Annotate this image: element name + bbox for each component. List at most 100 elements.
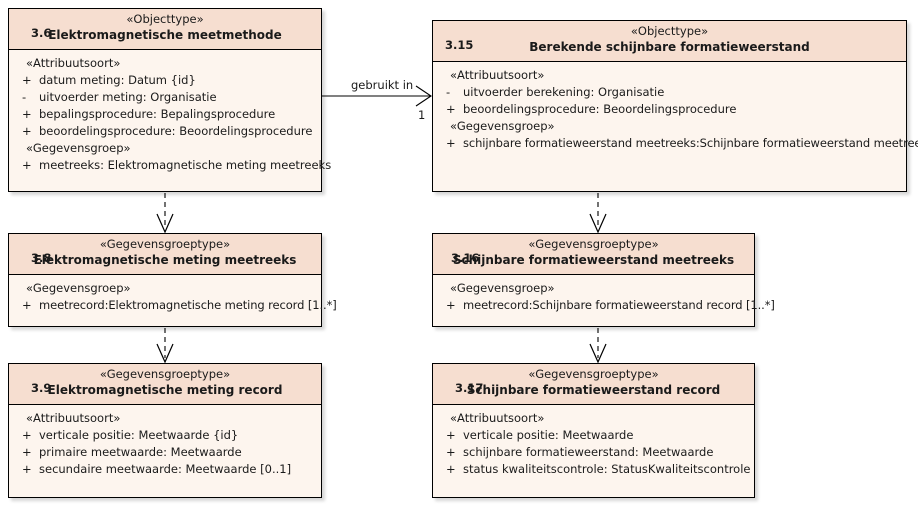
visibility-marker: + [446, 298, 456, 312]
visibility-marker: + [22, 158, 32, 172]
class-box-3-16[interactable]: «Gegevensgroeptype» 3.16 Schijnbare form… [432, 233, 775, 327]
compartment-label-gegevensgroep: «Gegevensgroep» [26, 281, 131, 295]
visibility-marker: + [22, 124, 32, 138]
class-box-3-17[interactable]: «Gegevensgroeptype» 3.17 Schijnbare form… [432, 363, 755, 498]
attribute-text: schijnbare formatieweerstand: Meetwaarde [463, 445, 714, 459]
attribute-row[interactable]: + verticale positie: Meetwaarde {id} [9, 427, 321, 444]
attribute-row[interactable]: + meetrecord:Schijnbare formatieweerstan… [433, 297, 775, 314]
attribute-row[interactable]: + meetrecord:Elektromagnetische meting r… [9, 297, 337, 314]
class-body: «Gegevensgroep» + meetrecord:Schijnbare … [433, 275, 775, 319]
class-header: «Objecttype» 3.15 Berekende schijnbare f… [433, 21, 906, 62]
attribute-row[interactable]: + secundaire meetwaarde: Meetwaarde [0..… [9, 461, 321, 478]
class-stereotype: «Objecttype» [126, 12, 204, 26]
attribute-text: status kwaliteitscontrole: StatusKwalite… [463, 462, 751, 476]
connector-dep-38-39[interactable] [156, 328, 174, 364]
class-name: Schijnbare formatieweerstand record [466, 383, 721, 397]
attribute-row[interactable]: + verticale positie: Meetwaarde [433, 427, 754, 444]
visibility-marker: - [22, 90, 27, 104]
class-body: «Attribuutsoort» + verticale positie: Me… [9, 405, 321, 483]
class-body: «Attribuutsoort» - uitvoerder berekening… [433, 62, 918, 157]
class-header: «Objecttype» 3.6 Elektromagnetische meet… [9, 9, 321, 50]
visibility-marker: + [446, 102, 456, 116]
class-stereotype: «Objecttype» [630, 24, 709, 38]
class-stereotype: «Gegevensgroeptype» [99, 237, 231, 251]
connector-dep-316-317[interactable] [589, 328, 607, 364]
attribute-row[interactable]: + status kwaliteitscontrole: StatusKwali… [433, 461, 754, 478]
attribute-text: datum meting: Datum {id} [39, 73, 196, 87]
association-multiplicity-target: 1 [418, 108, 426, 122]
visibility-marker: + [22, 73, 32, 87]
class-name: Elektromagnetische meting meetreeks [33, 253, 297, 267]
class-number: 3.15 [445, 38, 474, 52]
attribute-row[interactable]: + primaire meetwaarde: Meetwaarde [9, 444, 321, 461]
visibility-marker: + [22, 428, 32, 442]
class-title-row: 3.16 Schijnbare formatieweerstand meetre… [433, 251, 754, 268]
attribute-row[interactable]: + beoordelingsprocedure: Beoordelingspro… [433, 101, 906, 118]
class-title-row: 3.6 Elektromagnetische meetmethode [9, 26, 321, 43]
visibility-marker: + [446, 136, 456, 150]
compartment-label-gegevensgroep: «Gegevensgroep» [450, 119, 555, 133]
class-name: Berekende schijnbare formatieweerstand [529, 40, 810, 54]
attribute-row[interactable]: - uitvoerder meting: Organisatie [9, 89, 321, 106]
class-title-row: 3.17 Schijnbare formatieweerstand record [433, 381, 754, 398]
class-number: 3.8 [31, 251, 52, 265]
class-name: Schijnbare formatieweerstand meetreeks [452, 253, 735, 267]
class-number: 3.6 [31, 26, 52, 40]
class-title-row: 3.8 Elektromagnetische meting meetreeks [9, 251, 321, 268]
attribute-text: beoordelingsprocedure: Beoordelingsproce… [39, 124, 313, 138]
class-box-3-8[interactable]: «Gegevensgroeptype» 3.8 Elektromagnetisc… [8, 233, 337, 327]
class-body: «Attribuutsoort» + verticale positie: Me… [433, 405, 754, 483]
class-header: «Gegevensgroeptype» 3.16 Schijnbare form… [433, 234, 754, 275]
attribute-text: secundaire meetwaarde: Meetwaarde [0..1] [39, 462, 292, 476]
class-name: Elektromagnetische meting record [47, 383, 283, 397]
compartment-label-gegevensgroep: «Gegevensgroep» [26, 141, 131, 155]
connector-dep-36-38[interactable] [156, 193, 174, 234]
attribute-text: verticale positie: Meetwaarde [463, 428, 634, 442]
compartment-label-attribuutsoort: «Attribuutsoort» [26, 56, 121, 70]
attribute-text: primaire meetwaarde: Meetwaarde [39, 445, 242, 459]
visibility-marker: + [446, 445, 456, 459]
attribute-text: beoordelingsprocedure: Beoordelingsproce… [463, 102, 737, 116]
attribute-row[interactable]: + meetreeks: Elektromagnetische meting m… [9, 157, 331, 174]
attribute-row[interactable]: + bepalingsprocedure: Bepalingsprocedure [9, 106, 321, 123]
class-number: 3.16 [451, 251, 480, 265]
visibility-marker: + [22, 445, 32, 459]
connector-dep-315-316[interactable] [589, 193, 607, 234]
class-box-3-9[interactable]: «Gegevensgroeptype» 3.9 Elektromagnetisc… [8, 363, 322, 498]
visibility-marker: + [22, 107, 32, 121]
attribute-row[interactable]: + schijnbare formatieweerstand: Meetwaar… [433, 444, 754, 461]
attribute-text: schijnbare formatieweerstand meetreeks:S… [463, 136, 918, 150]
compartment-label-attribuutsoort: «Attribuutsoort» [26, 411, 121, 425]
attribute-row[interactable]: + beoordelingsprocedure: Beoordelingspro… [9, 123, 321, 140]
class-title-row: 3.9 Elektromagnetische meting record [9, 381, 321, 398]
attribute-text: meetrecord:Elektromagnetische meting rec… [39, 298, 337, 312]
class-name: Elektromagnetische meetmethode [48, 28, 282, 42]
attribute-row[interactable]: + schijnbare formatieweerstand meetreeks… [433, 135, 918, 152]
class-box-3-15[interactable]: «Objecttype» 3.15 Berekende schijnbare f… [432, 20, 918, 192]
attribute-row[interactable]: + datum meting: Datum {id} [9, 72, 321, 89]
visibility-marker: + [22, 298, 32, 312]
class-box-3-6[interactable]: «Objecttype» 3.6 Elektromagnetische meet… [8, 8, 331, 192]
visibility-marker: - [446, 85, 451, 99]
class-header: «Gegevensgroeptype» 3.17 Schijnbare form… [433, 364, 754, 405]
attribute-text: uitvoerder meting: Organisatie [39, 90, 217, 104]
class-stereotype: «Gegevensgroeptype» [528, 237, 659, 251]
class-header: «Gegevensgroeptype» 3.8 Elektromagnetisc… [9, 234, 321, 275]
compartment-label-gegevensgroep: «Gegevensgroep» [450, 281, 555, 295]
attribute-text: meetreeks: Elektromagnetische meting mee… [39, 158, 332, 172]
class-header: «Gegevensgroeptype» 3.9 Elektromagnetisc… [9, 364, 321, 405]
visibility-marker: + [22, 462, 32, 476]
attribute-text: uitvoerder berekening: Organisatie [463, 85, 665, 99]
class-number: 3.9 [31, 381, 52, 395]
compartment-label-attribuutsoort: «Attribuutsoort» [450, 68, 545, 82]
class-stereotype: «Gegevensgroeptype» [99, 367, 231, 381]
visibility-marker: + [446, 428, 456, 442]
class-title-row: 3.15 Berekende schijnbare formatieweerst… [433, 38, 906, 55]
class-number: 3.17 [455, 381, 484, 395]
attribute-row[interactable]: - uitvoerder berekening: Organisatie [433, 84, 906, 101]
attribute-text: bepalingsprocedure: Bepalingsprocedure [39, 107, 276, 121]
compartment-label-attribuutsoort: «Attribuutsoort» [450, 411, 545, 425]
association-label-gebruikt-in: gebruikt in [351, 78, 414, 92]
attribute-text: verticale positie: Meetwaarde {id} [39, 428, 239, 442]
